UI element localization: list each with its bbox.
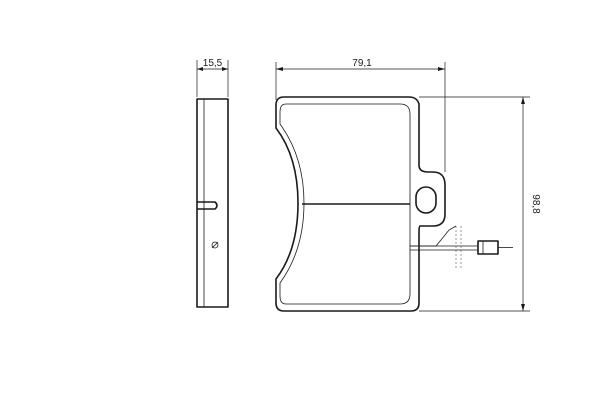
width-label: 79,1 xyxy=(352,58,372,69)
width-arrow-right xyxy=(438,67,445,71)
wear-pin-line xyxy=(211,241,219,249)
backing-plate-outline xyxy=(275,96,446,312)
height-label: 98,8 xyxy=(530,194,541,214)
thickness-arrow-left xyxy=(197,67,203,71)
wear-pin-circle xyxy=(211,241,219,249)
height-arrow-bottom xyxy=(521,304,525,311)
sensor-cable-upper xyxy=(410,225,457,247)
width-dimension: 79,1 xyxy=(275,58,446,172)
sensor-connector-body xyxy=(477,240,499,255)
front-view xyxy=(275,96,513,312)
side-view-outline xyxy=(196,98,229,308)
thickness-label: 15,5 xyxy=(203,58,223,69)
thickness-arrow-right xyxy=(222,67,228,71)
thickness-dimension: 15,5 xyxy=(196,58,229,97)
width-arrow-left xyxy=(276,67,283,71)
side-view-wear-slot xyxy=(197,201,218,210)
height-dimension: 98,8 xyxy=(419,96,541,312)
height-arrow-top xyxy=(521,97,525,104)
side-view xyxy=(196,98,229,308)
tab-slot xyxy=(415,186,437,214)
